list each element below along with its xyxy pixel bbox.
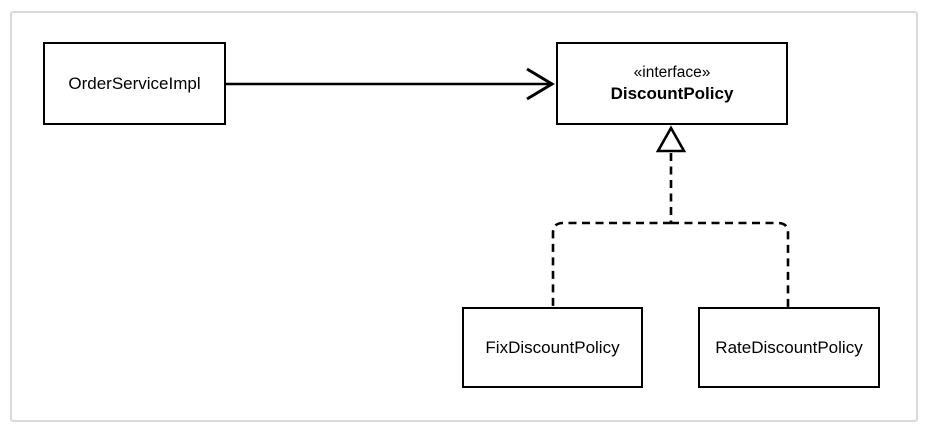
- interface-box-discount-policy: «interface» DiscountPolicy: [556, 42, 788, 125]
- realization-dashed-left: [551, 221, 671, 307]
- class-label-rate-discount-policy: RateDiscountPolicy: [715, 337, 863, 357]
- realization-triangle-icon: [655, 125, 687, 153]
- realization-dashed-right: [671, 221, 790, 307]
- class-label-order-service-impl: OrderServiceImpl: [68, 73, 201, 93]
- class-box-rate-discount-policy: RateDiscountPolicy: [698, 307, 880, 388]
- dependency-arrowhead-icon: [526, 67, 555, 101]
- interface-stereotype-label: «interface»: [633, 64, 711, 82]
- class-box-order-service-impl: OrderServiceImpl: [43, 42, 226, 125]
- interface-label-discount-policy: DiscountPolicy: [610, 83, 734, 103]
- class-box-fix-discount-policy: FixDiscountPolicy: [462, 307, 643, 388]
- class-label-fix-discount-policy: FixDiscountPolicy: [485, 337, 620, 357]
